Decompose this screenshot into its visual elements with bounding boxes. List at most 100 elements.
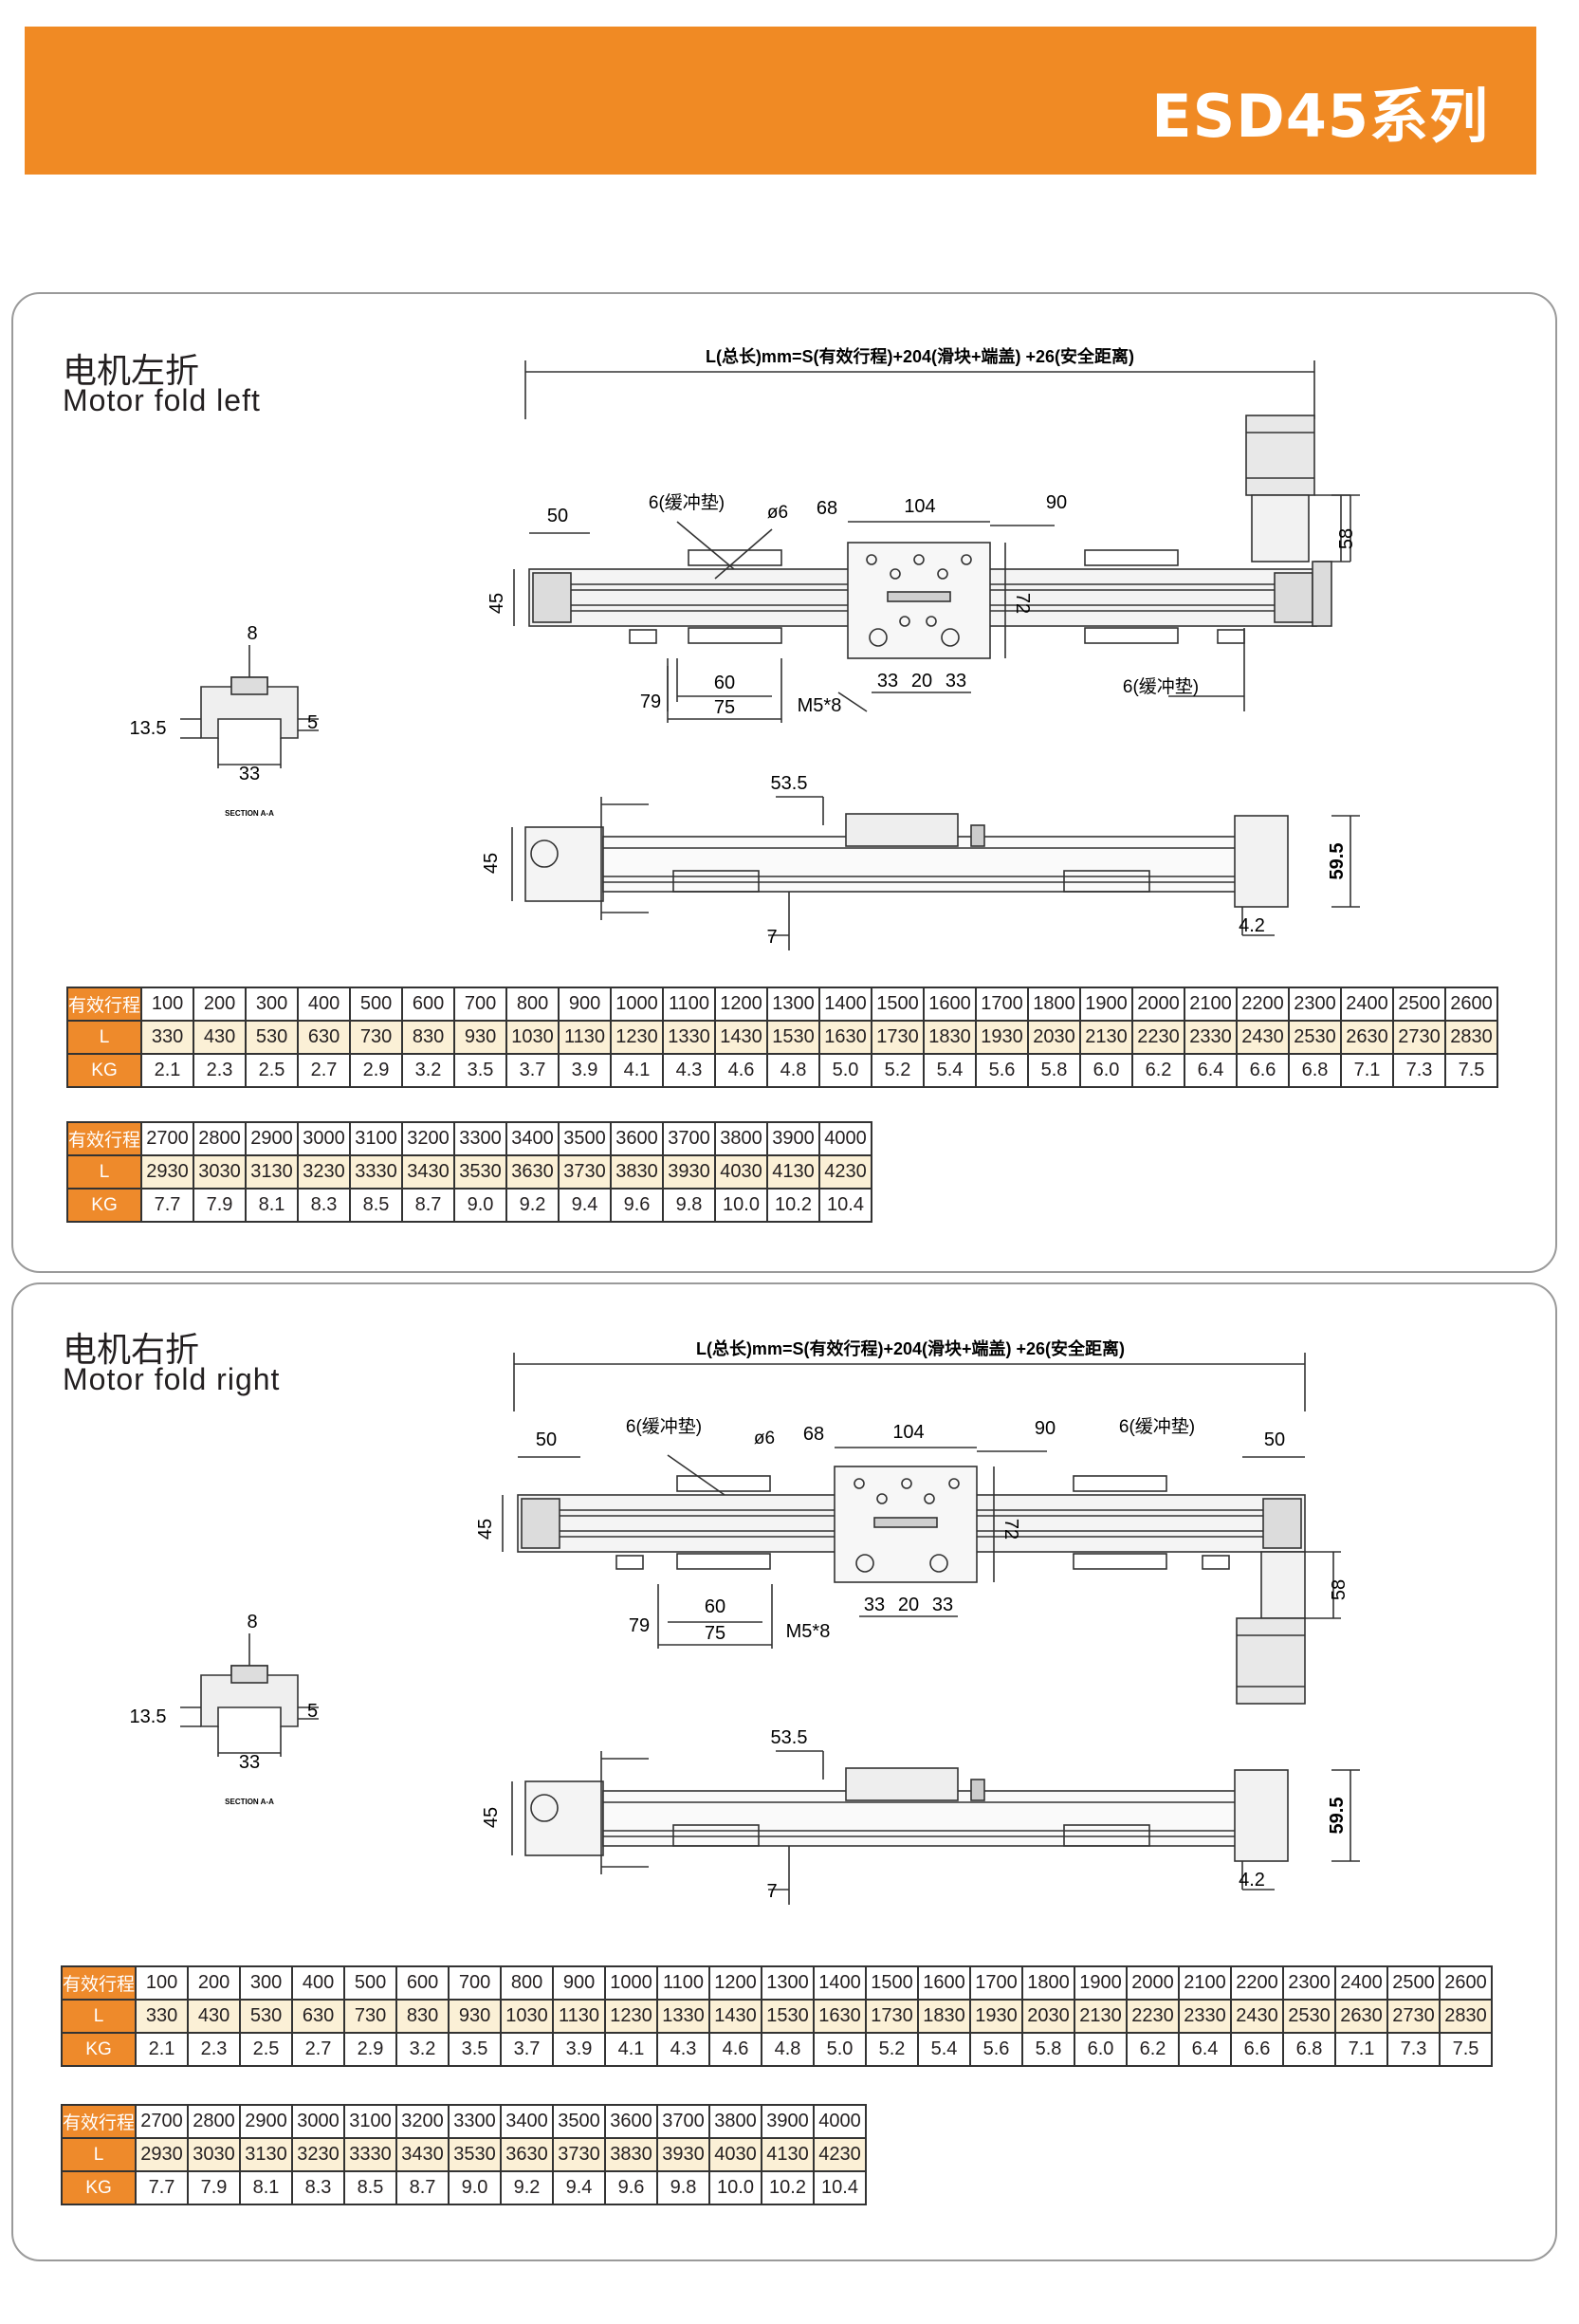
table-cell: 4030 (708, 2137, 763, 2172)
table-cell: 4000 (818, 1121, 873, 1156)
table-cell: 3500 (558, 1121, 613, 1156)
table-cell: 8.1 (239, 2170, 294, 2205)
dim-104: 104 (892, 1422, 924, 1443)
table-cell: 1300 (766, 987, 821, 1022)
table-cell: 2530 (1288, 1020, 1343, 1055)
table-cell: 5.4 (923, 1053, 978, 1088)
table-cell: 3.2 (395, 2032, 450, 2067)
table-cell: 330 (140, 1020, 195, 1055)
table-cell: 1730 (865, 1999, 920, 2034)
table-cell: 3000 (291, 2104, 346, 2139)
table-cell: 2930 (140, 1154, 195, 1190)
table-cell: 3200 (401, 1121, 456, 1156)
table-cell: 930 (453, 1020, 508, 1055)
table-cell: 3830 (604, 2137, 659, 2172)
table-cell: 1500 (865, 1965, 920, 2001)
table-cell: 6.0 (1074, 2032, 1129, 2067)
table-cell: 3500 (552, 2104, 607, 2139)
table-cell: 1530 (766, 1020, 821, 1055)
table-cell: 1800 (1027, 987, 1082, 1022)
table-cell: 3000 (297, 1121, 352, 1156)
table-cell: 400 (297, 987, 352, 1022)
dim-90: 90 (1035, 1418, 1056, 1439)
table-cell: 830 (395, 1999, 450, 2034)
table-cell: 2130 (1074, 1999, 1129, 2034)
table-cell: 2130 (1079, 1020, 1134, 1055)
table-cell: 1400 (818, 987, 873, 1022)
dim-50: 50 (536, 1429, 557, 1450)
dim-79: 79 (640, 692, 661, 712)
sec-33: 33 (239, 1752, 260, 1773)
table-cell: 5.6 (969, 2032, 1024, 2067)
table-cell: 7.3 (1386, 2032, 1441, 2067)
table-cell: 4.1 (610, 1053, 665, 1088)
table-cell: 2.3 (187, 2032, 242, 2067)
table-cell: 1330 (662, 1020, 717, 1055)
side-4-2: 4.2 (1239, 1870, 1265, 1891)
table-cell: 5.6 (975, 1053, 1030, 1088)
table-cell: 6.0 (1079, 1053, 1134, 1088)
table-cell: 730 (343, 1999, 398, 2034)
table-cell: 430 (193, 1020, 248, 1055)
sec-13-5: 13.5 (130, 1706, 167, 1727)
section-title-en: Motor fold left (63, 383, 261, 417)
table-cell: 4230 (813, 2137, 868, 2172)
table-cell: 4030 (714, 1154, 769, 1190)
table-cell: 2.9 (349, 1053, 404, 1088)
table-cell: 7.9 (187, 2170, 242, 2205)
table-cell: 3.9 (552, 2032, 607, 2067)
table-cell: 10.4 (813, 2170, 868, 2205)
table-cell: 630 (297, 1020, 352, 1055)
table-cell: 600 (395, 1965, 450, 2001)
table-cell: 1400 (813, 1965, 868, 2001)
table-cell: 6.2 (1126, 2032, 1181, 2067)
table-cell: 9.4 (558, 1188, 613, 1223)
dim-60: 60 (705, 1596, 725, 1617)
table-cell: 1900 (1074, 1965, 1129, 2001)
dim-phi6: ø6 (754, 1429, 775, 1448)
table-cell: 2800 (187, 2104, 242, 2139)
row-header: KG (65, 1053, 143, 1088)
side-45: 45 (481, 1807, 502, 1828)
table-cell: 3.9 (558, 1053, 613, 1088)
dim-20: 20 (911, 671, 932, 692)
table-cell: 9.0 (453, 1188, 508, 1223)
row-header: L (65, 1154, 143, 1190)
table-cell: 3100 (349, 1121, 404, 1156)
dim-total-length: L(总长)mm=S(有效行程)+204(滑块+端盖) +26(安全距离) (696, 1338, 1125, 1358)
table-cell: 3100 (343, 2104, 398, 2139)
side-59-5: 59.5 (1327, 1798, 1348, 1835)
table-cell: 3330 (349, 1154, 404, 1190)
table-cell: 3430 (395, 2137, 450, 2172)
dim-60: 60 (714, 673, 735, 693)
table-cell: 6.4 (1178, 2032, 1233, 2067)
table-cell: 900 (552, 1965, 607, 2001)
table-cell: 5.0 (813, 2032, 868, 2067)
table-cell: 10.2 (766, 1188, 821, 1223)
table-cell: 7.1 (1334, 2032, 1389, 2067)
table-cell: 2.1 (140, 1053, 195, 1088)
sec-5: 5 (307, 712, 318, 733)
table-cell: 1200 (708, 1965, 763, 2001)
table-cell: 1030 (505, 1020, 560, 1055)
table-cell: 2500 (1386, 1965, 1441, 2001)
table-cell: 530 (245, 1020, 300, 1055)
section-title-cn: 电机右折 (63, 1331, 200, 1370)
table-cell: 2.5 (245, 1053, 300, 1088)
row-header: 有效行程 (60, 2104, 138, 2139)
table-cell: 8.5 (349, 1188, 404, 1223)
table-cell: 2.7 (291, 2032, 346, 2067)
table-cell: 3930 (662, 1154, 717, 1190)
table-cell: 7.3 (1392, 1053, 1447, 1088)
table-cell: 4.8 (761, 2032, 816, 2067)
table-cell: 2330 (1184, 1020, 1239, 1055)
table-cell: 2000 (1131, 987, 1186, 1022)
table-cell: 3.7 (505, 1053, 560, 1088)
table-cell: 8.5 (343, 2170, 398, 2205)
